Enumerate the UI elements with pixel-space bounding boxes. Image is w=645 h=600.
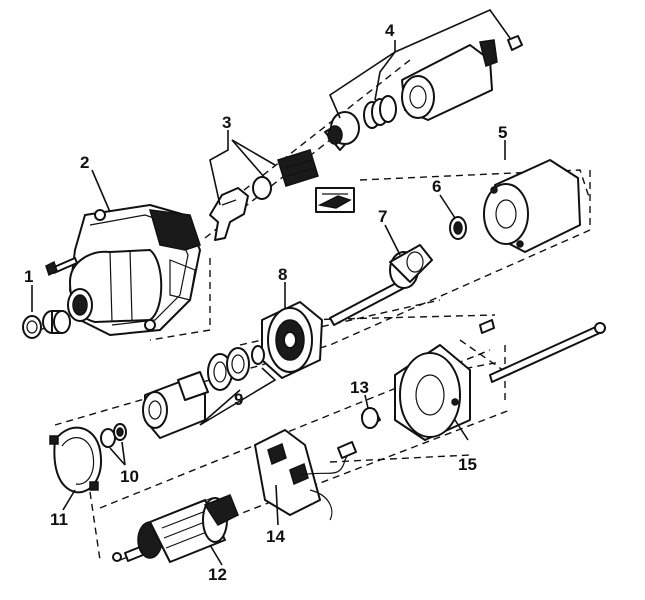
part-2-drive-end-housing [45,204,201,336]
callout-9: 9 [234,390,243,409]
part-4-solenoid-assembly [324,35,523,151]
callout-4: 4 [385,21,395,40]
part-3-shift-lever [209,149,355,241]
callout-13: 13 [350,378,369,397]
part-13-bushing [361,407,381,429]
part-8-internal-gear-housing [261,301,323,379]
callout-10: 10 [120,467,139,486]
part-14-brush-holder [254,429,357,521]
callout-2: 2 [80,153,89,172]
callout-3: 3 [222,113,231,132]
callout-6: 6 [432,177,441,196]
part-7-output-shaft [329,244,433,326]
callout-14: 14 [266,527,285,546]
callout-12: 12 [208,565,227,584]
part-1-bushing [22,310,71,339]
part-15-end-frame [394,319,606,441]
callout-leaders [31,9,511,566]
part-10-snap-ring [100,423,127,448]
callout-7: 7 [378,207,387,226]
part-6-planetary-gear [449,216,467,240]
part-9-gear-set [142,345,265,439]
callout-8: 8 [278,265,287,284]
callout-5: 5 [498,123,507,142]
callout-1: 1 [24,267,33,286]
part-12-armature [112,494,239,563]
callout-15: 15 [458,455,477,474]
part-5-yoke [483,159,581,253]
part-11-retaining-ring [49,426,102,494]
callout-labels: 1 2 3 4 5 6 7 8 9 10 11 12 13 14 15 [24,21,507,584]
callout-11: 11 [50,510,68,529]
